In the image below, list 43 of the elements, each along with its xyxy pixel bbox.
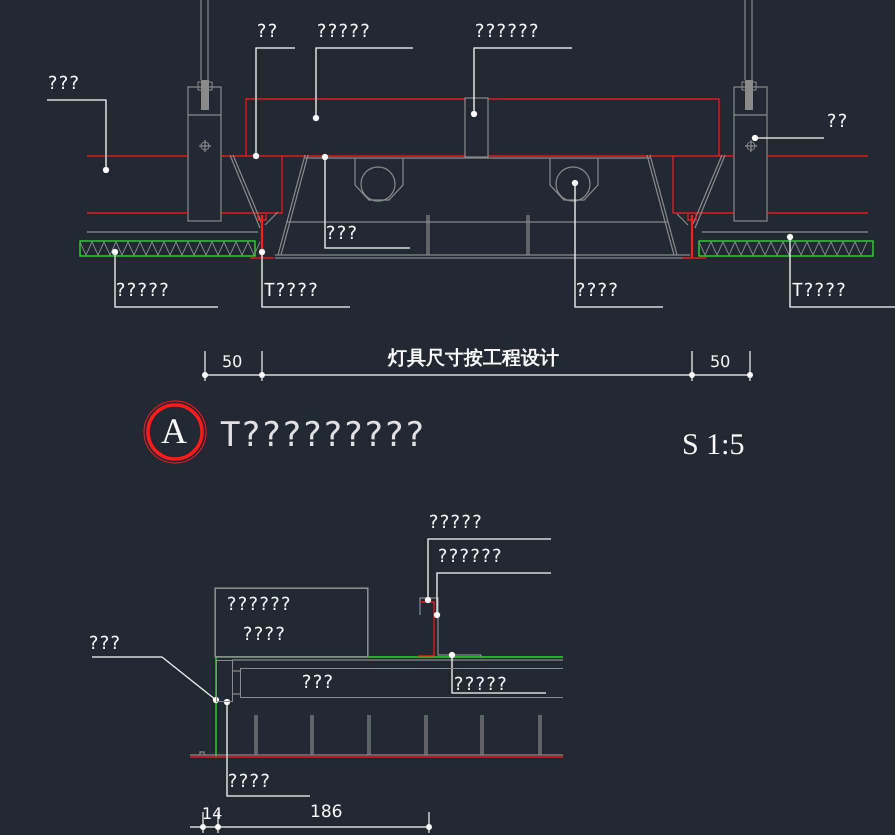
leader-line xyxy=(434,572,551,618)
end-cap-profile xyxy=(216,660,233,702)
leader-line xyxy=(424,538,551,604)
profile-box xyxy=(240,668,563,698)
callout-text: ?? xyxy=(254,18,295,48)
callout-text: ??? xyxy=(86,630,162,657)
dimension-note: 灯具尺寸按工程设计 xyxy=(388,347,559,371)
dimension-label: 50 xyxy=(222,352,242,371)
leader-line xyxy=(786,234,895,308)
leader-line xyxy=(47,99,110,174)
callout-text: ????? xyxy=(113,277,218,307)
leader-line xyxy=(470,47,572,118)
leader-line xyxy=(322,154,410,249)
leader-line xyxy=(752,134,824,142)
label-box xyxy=(215,588,368,657)
callout-text: ??? xyxy=(323,220,410,248)
callout-text: T???? xyxy=(262,277,350,307)
callout-text: T???? xyxy=(790,277,895,307)
leader-line xyxy=(224,698,310,797)
leader-line xyxy=(448,652,546,694)
callout-text: ????? xyxy=(314,18,413,48)
callout-text: ??? xyxy=(45,70,107,100)
leader-line xyxy=(258,248,350,308)
leader-line xyxy=(112,248,218,308)
section-letter: A xyxy=(161,410,187,452)
part-label: ?????? xyxy=(226,595,292,615)
callout-text: ?????? xyxy=(435,543,551,573)
part-label: ??? xyxy=(301,673,334,693)
dimension-label: 186 xyxy=(310,802,342,822)
callout-text: ?? xyxy=(824,108,868,138)
dimension-label: 50 xyxy=(710,352,730,371)
callout-text: ???? xyxy=(225,768,310,796)
leader-line xyxy=(312,47,413,122)
section-title: T????????? xyxy=(220,415,425,455)
scale-label: S 1:5 xyxy=(682,428,745,462)
leader-line xyxy=(572,180,663,308)
leader-line xyxy=(92,656,220,704)
callout-text: ????? xyxy=(426,509,551,539)
callout-text: ?????? xyxy=(472,18,572,48)
callout-text: ???? xyxy=(573,277,663,307)
part-label: ???? xyxy=(242,625,286,645)
leader-line xyxy=(252,47,295,160)
callout-text: ????? xyxy=(451,671,547,694)
